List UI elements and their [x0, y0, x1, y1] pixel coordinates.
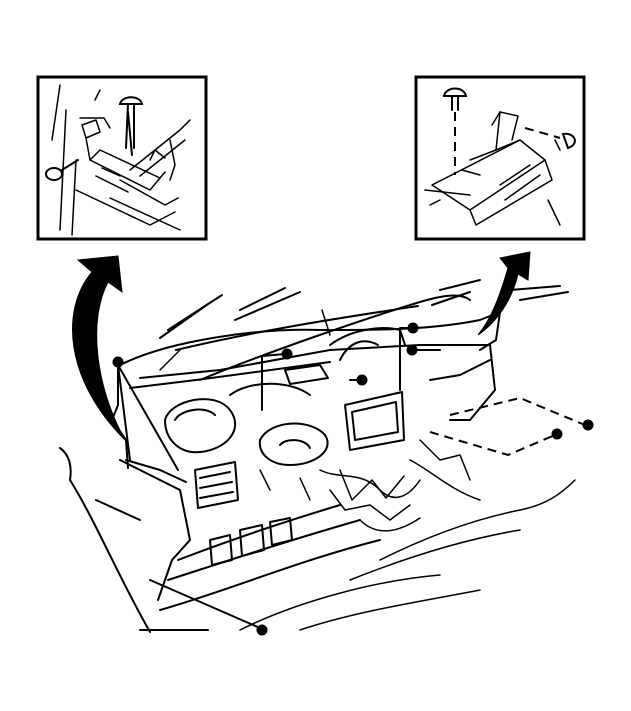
windshield-lines — [159, 279, 569, 381]
left-callout-arrow — [72, 255, 126, 441]
bolt — [551, 428, 563, 440]
push-pin — [442, 87, 468, 97]
bolt — [256, 624, 268, 636]
bolt — [356, 374, 368, 386]
bolt — [281, 348, 293, 360]
bolt — [524, 127, 576, 150]
bolt — [45, 159, 79, 181]
left-detail-inset — [36, 75, 208, 241]
door-pillar-lines — [59, 447, 209, 633]
fastener-leaders — [117, 327, 586, 629]
push-pin — [118, 96, 144, 105]
right-detail-inset — [414, 75, 586, 241]
wiring-harness — [159, 309, 576, 631]
bolt — [406, 344, 418, 356]
bolt — [582, 419, 594, 431]
right-callout-arrow — [477, 251, 531, 336]
bolt — [407, 322, 419, 334]
instrument-panel — [111, 311, 501, 611]
bolt — [112, 356, 124, 368]
